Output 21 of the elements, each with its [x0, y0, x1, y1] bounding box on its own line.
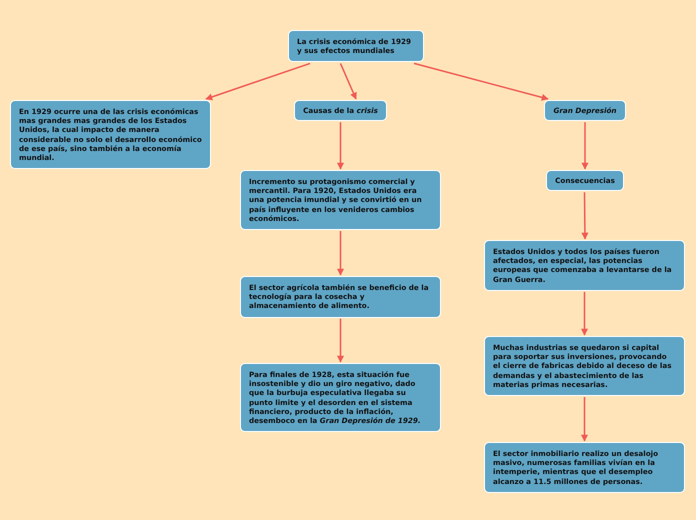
concept-box: [484, 442, 685, 493]
arrow: [581, 397, 588, 442]
concept-box: [10, 100, 211, 170]
concept-box: [240, 363, 441, 432]
arrow: [337, 318, 344, 363]
concept-box: [484, 240, 685, 291]
arrow: [582, 122, 588, 170]
concept-box: [240, 170, 441, 230]
arrow: [414, 62, 549, 101]
arrow: [337, 122, 344, 170]
concept-box: [240, 276, 441, 318]
concept-box: [484, 336, 685, 396]
concept-box: [288, 30, 424, 62]
arrow: [340, 63, 357, 100]
arrow: [581, 292, 588, 336]
arrow: [581, 192, 588, 240]
concept-box: [544, 100, 626, 122]
concept-box: [546, 170, 624, 192]
arrow: [205, 62, 310, 100]
concept-box: [294, 100, 387, 122]
arrow: [337, 231, 344, 276]
